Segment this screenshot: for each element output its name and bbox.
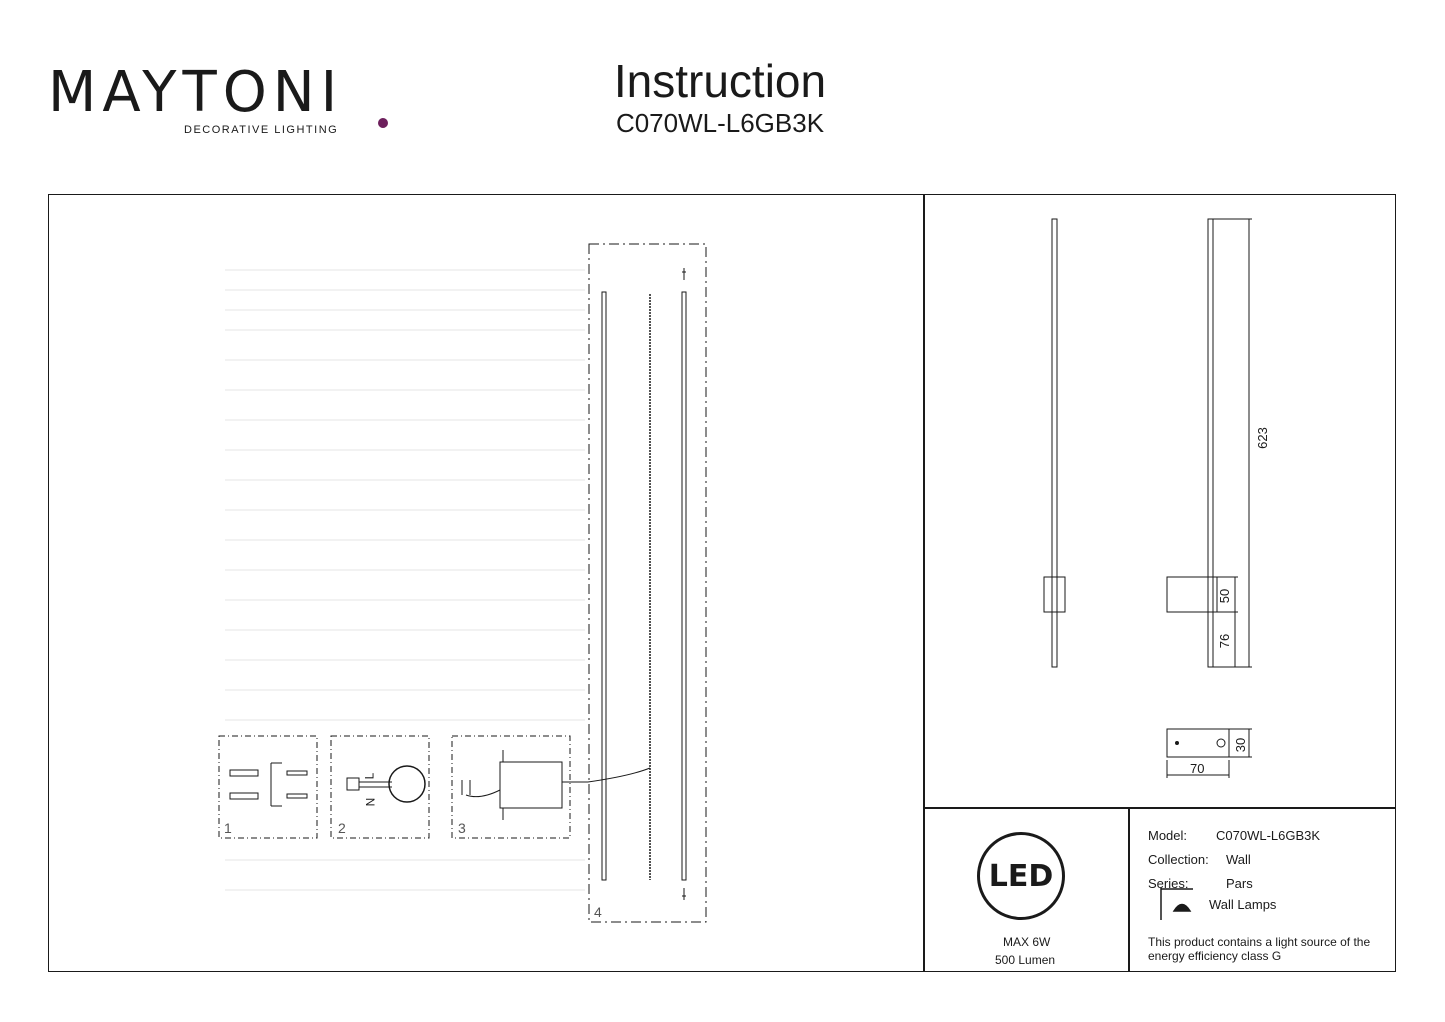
wall-texture-pattern	[225, 269, 585, 891]
led-lumen: 500 Lumen	[995, 953, 1056, 967]
dimension-height: 623	[1254, 427, 1270, 449]
front-view-drawing	[1043, 218, 1066, 668]
energy-note-line-2: energy efficiency class G	[1148, 949, 1282, 963]
spec-model-value: C070WL-L6GB3K	[1216, 828, 1321, 843]
dimension-base-height: 50	[1217, 588, 1233, 604]
step-number-2: 2	[338, 820, 346, 836]
divider-spec-horizontal	[923, 807, 1396, 809]
step-number-4: 4	[594, 904, 602, 920]
page-title: Instruction	[613, 55, 827, 107]
led-badge-label: LED	[988, 858, 1054, 894]
side-view-drawing	[1166, 218, 1252, 668]
wire-label-neutral: N	[363, 797, 378, 807]
step-1-diagram	[218, 735, 318, 839]
spec-series-value: Pars	[1226, 876, 1253, 891]
wall-lamp-icon	[1160, 888, 1193, 920]
logo-accent-dot	[378, 118, 388, 128]
step-number-1: 1	[224, 820, 232, 836]
spec-model-label: Model:	[1148, 828, 1188, 843]
top-view-drawing	[1166, 728, 1252, 778]
spec-collection-label: Collection:	[1148, 852, 1209, 867]
instruction-frame	[48, 194, 1396, 972]
wire-label-live: L	[362, 772, 377, 780]
spec-collection-value: Wall	[1226, 852, 1251, 867]
dimension-depth: 30	[1233, 737, 1249, 753]
model-code: C070WL-L6GB3K	[615, 108, 825, 138]
brand-logo: MAYTONI DECORATIVE LIGHTING	[48, 60, 388, 140]
divider-spec-vertical	[1128, 807, 1130, 972]
spec-type-value: Wall Lamps	[1209, 897, 1277, 912]
step-2-diagram	[330, 735, 430, 839]
step-4-diagram	[587, 243, 707, 923]
energy-note-line-1: This product contains a light source of …	[1148, 935, 1371, 949]
step-number-3: 3	[458, 820, 466, 836]
led-badge: LED	[977, 832, 1065, 920]
dimension-width: 70	[1190, 761, 1205, 776]
logo-tagline: DECORATIVE LIGHTING	[184, 124, 339, 136]
led-power: MAX 6W	[1003, 935, 1051, 949]
divider-main-vertical	[923, 194, 925, 972]
step-3-diagram	[451, 735, 588, 839]
logo-wordmark: MAYTONI	[48, 60, 344, 125]
spec-series-label: Series:	[1148, 876, 1189, 891]
dimension-lower-offset: 76	[1217, 633, 1233, 649]
